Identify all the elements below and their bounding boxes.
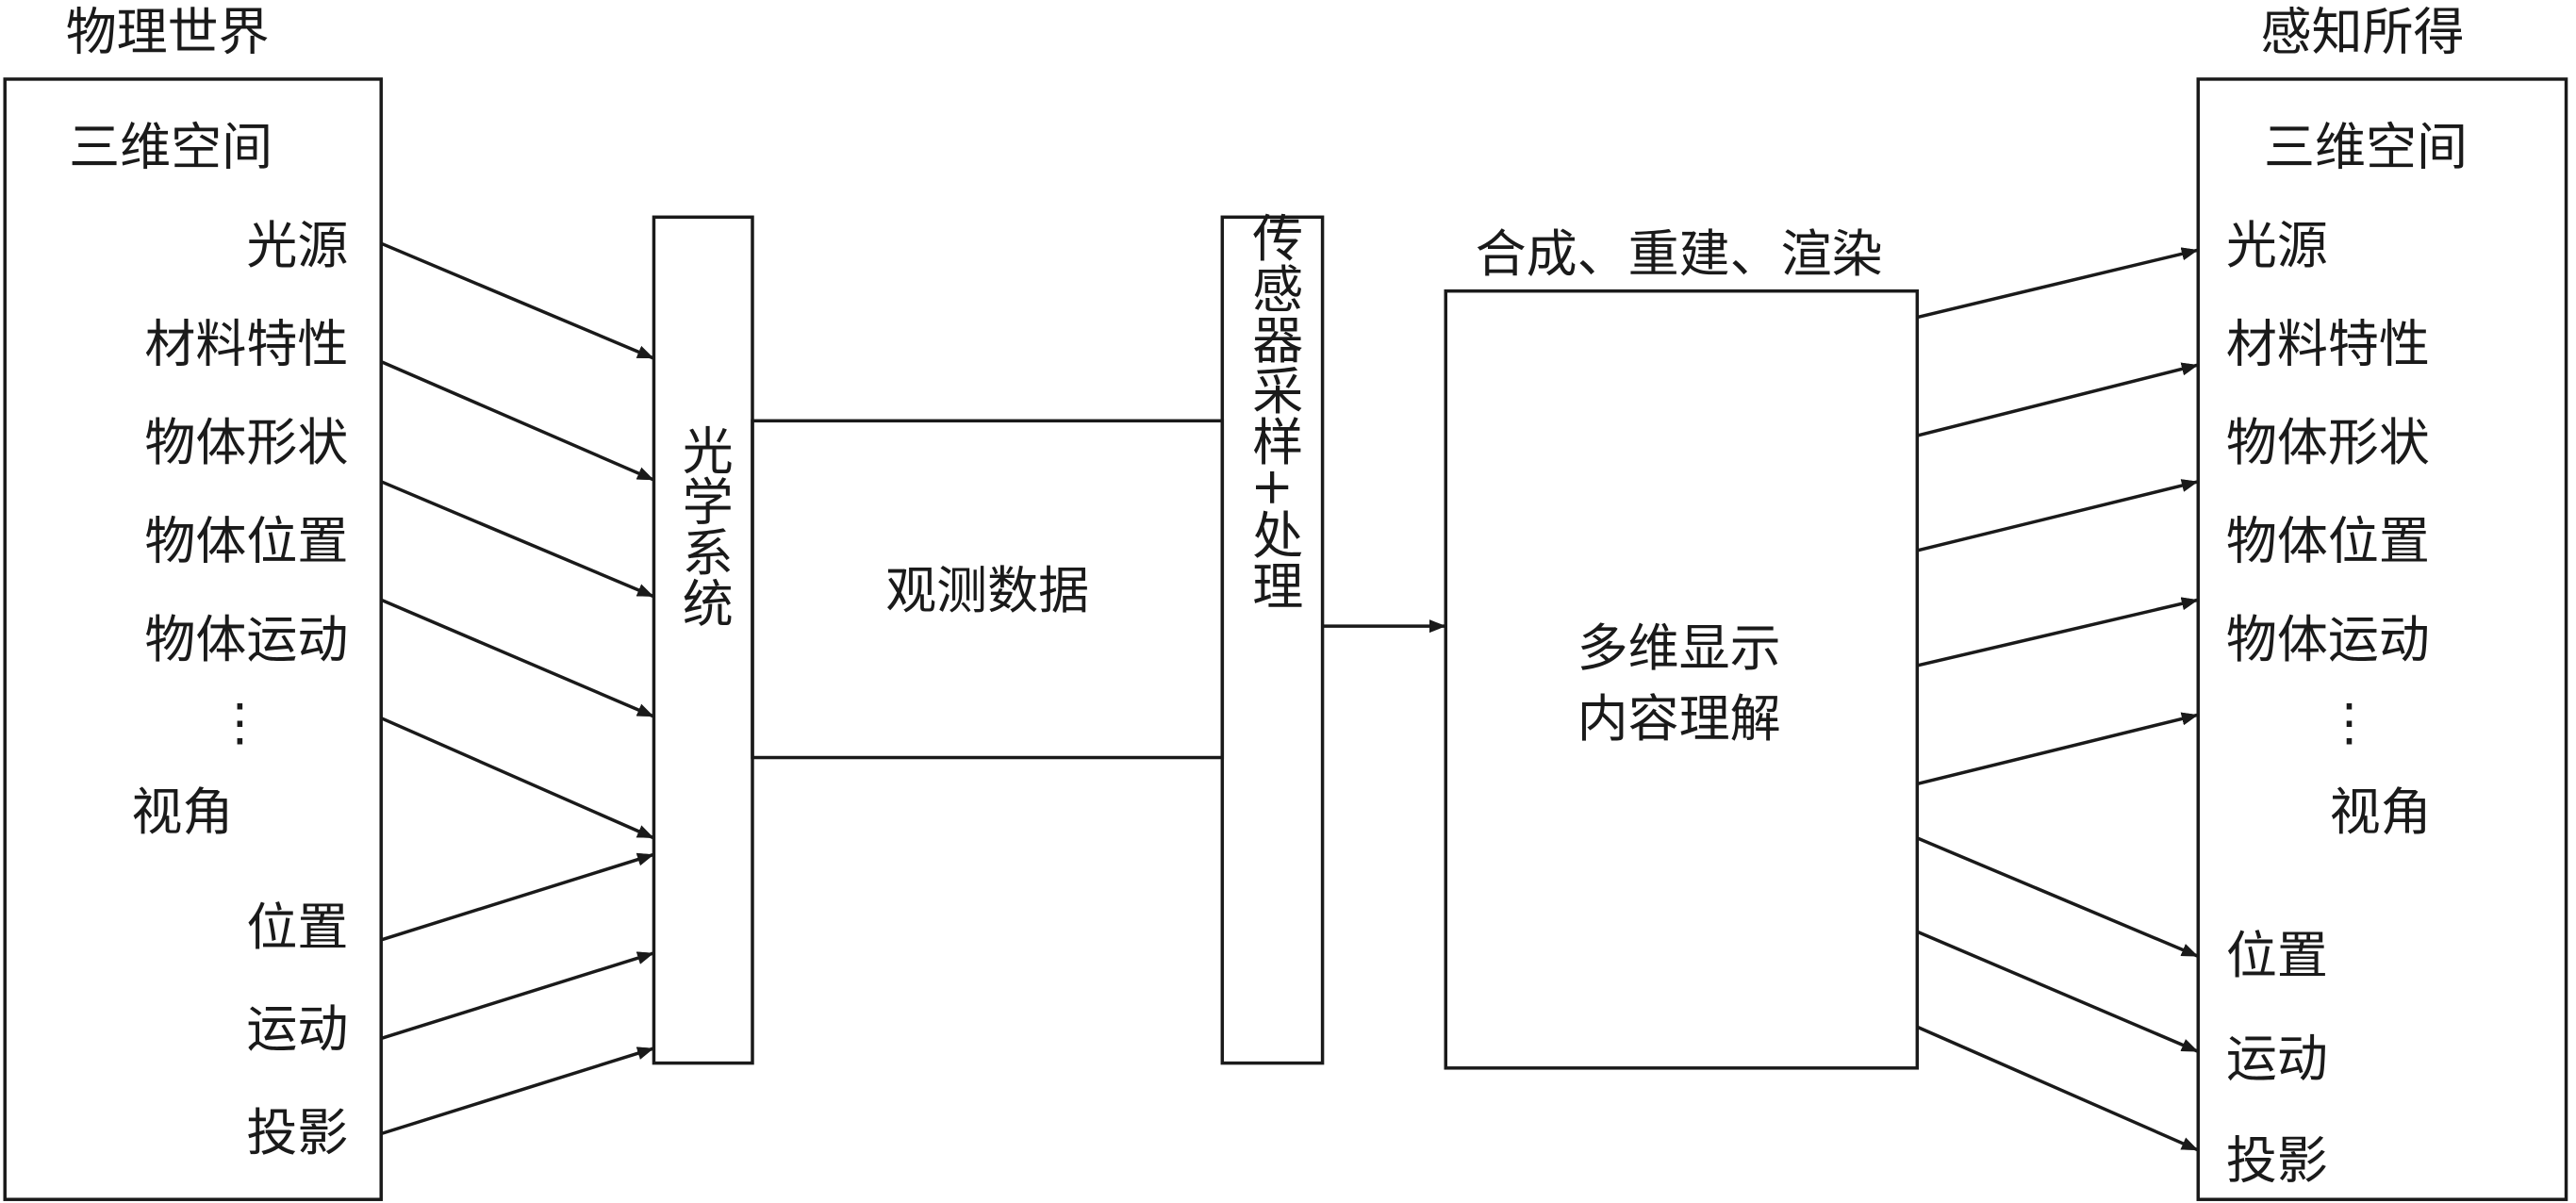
arrow: [380, 852, 654, 942]
display-line2: 内容理解: [1577, 689, 1781, 749]
arrow: [1916, 930, 2199, 1054]
arrow: [380, 598, 655, 718]
right-view-item: 运动: [2226, 1030, 2328, 1089]
observed-data-label: 观测数据: [885, 561, 1089, 620]
arrow: [380, 1046, 654, 1136]
right-item: 物体运动: [2226, 610, 2430, 669]
left-item: 物体位置: [144, 512, 348, 571]
arrow: [1916, 362, 2199, 437]
arrow: [1916, 247, 2199, 320]
left-ellipsis: ⋮: [214, 692, 265, 751]
right-item: 材料特性: [2226, 315, 2430, 374]
arrow: [1916, 1025, 2199, 1152]
right-panel-heading: 三维空间: [2264, 118, 2468, 177]
arrow: [1916, 479, 2199, 552]
left-item: 材料特性: [144, 315, 348, 374]
right-ellipsis: ⋮: [2324, 692, 2375, 751]
arrow: [380, 480, 655, 599]
right-view-item: 投影: [2226, 1131, 2328, 1191]
right-item: 光源: [2226, 216, 2328, 275]
arrow: [1916, 597, 2199, 667]
left-view-item: 投影: [246, 1103, 348, 1162]
left-view-heading: 视角: [131, 783, 233, 842]
right-view-item: 位置: [2226, 926, 2328, 985]
optical-system-box: [652, 215, 754, 1065]
left-item: 物体形状: [144, 413, 348, 472]
display-caption: 合成、重建、渲染: [1476, 224, 1883, 284]
arrow: [380, 717, 655, 840]
left-panel-title: 物理世界: [66, 3, 270, 62]
sensor-label: 传感器采样+处理: [1244, 211, 1303, 610]
left-panel-heading: 三维空间: [69, 118, 272, 177]
right-item: 物体形状: [2226, 413, 2430, 472]
sensor-box: [1220, 215, 1325, 1065]
right-panel-box: [2196, 77, 2568, 1201]
left-item: 光源: [246, 216, 348, 275]
arrow: [380, 951, 654, 1041]
right-panel-title: 感知所得: [2260, 3, 2464, 62]
left-view-item: 运动: [246, 999, 348, 1059]
display-line1: 多维显示: [1577, 618, 1781, 678]
arrow: [1916, 712, 2199, 786]
display-box: [1444, 288, 1920, 1070]
left-view-item: 位置: [246, 898, 348, 957]
arrow: [380, 241, 655, 360]
arrow: [380, 360, 655, 482]
right-item: 物体位置: [2226, 512, 2430, 571]
optical-system-label: 光学系统: [673, 424, 733, 628]
arrow: [1916, 836, 2199, 958]
left-panel-box: [3, 77, 383, 1201]
left-item: 物体运动: [144, 610, 348, 669]
right-view-heading: 视角: [2330, 783, 2432, 842]
